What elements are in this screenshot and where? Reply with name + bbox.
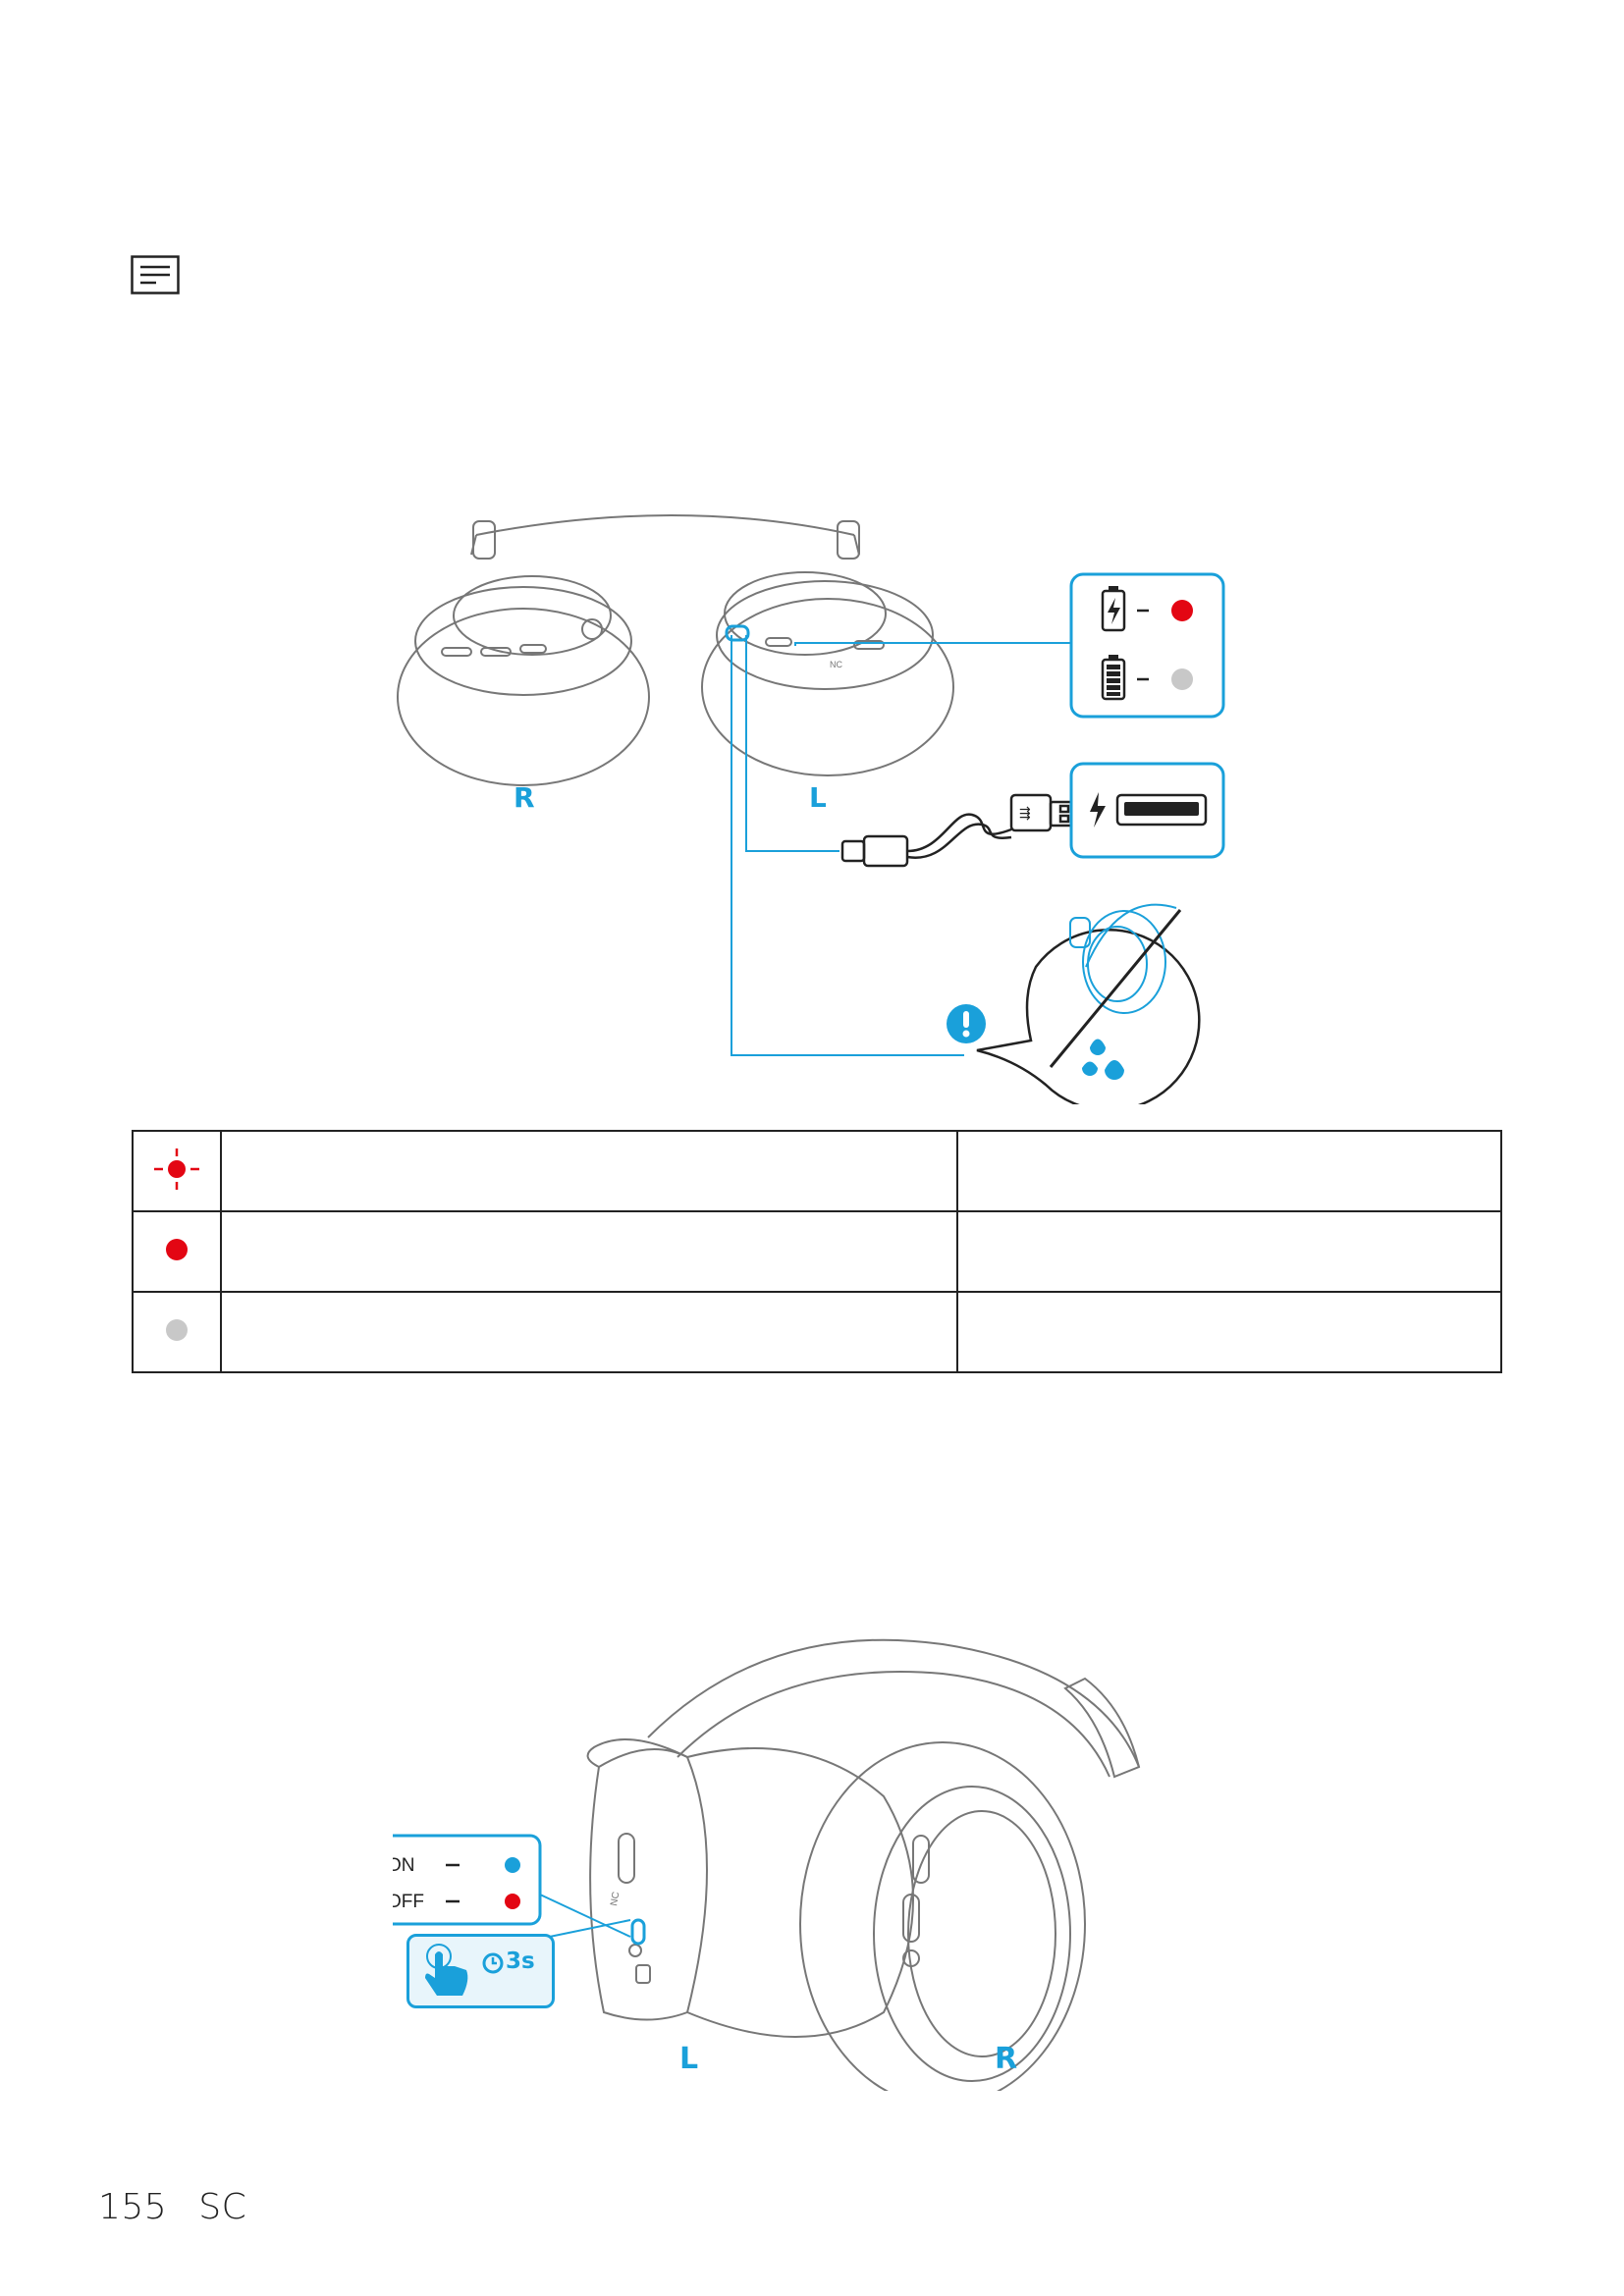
white-solid-led-icon (166, 1318, 188, 1341)
table-cell-indicator (132, 1210, 222, 1293)
off-led-icon (505, 1894, 520, 1909)
page-footer: 155 SC (98, 2187, 246, 2227)
battery-charging-icon (1101, 586, 1126, 632)
charging-illustration: NC R L ⇶ (397, 514, 1225, 1104)
table-cell-indicator (132, 1291, 222, 1373)
usb-c-port-icon (725, 624, 750, 642)
on-label: ON (393, 1855, 415, 1876)
red-flashing-led-icon (154, 1148, 199, 1190)
no-water-icon (976, 903, 1201, 1104)
label-left: L (679, 2042, 699, 2076)
table-row (132, 1291, 1502, 1373)
page-number: 155 (98, 2187, 168, 2227)
power-button-icon (630, 1918, 646, 1946)
table-cell-description (220, 1130, 958, 1212)
svg-text:NC: NC (830, 660, 842, 669)
power-state-callout (393, 1834, 542, 1926)
label-left: L (809, 781, 827, 814)
note-icon (131, 255, 180, 294)
label-right: R (514, 781, 535, 814)
table-cell-status (956, 1210, 1502, 1293)
on-led-icon (505, 1857, 520, 1873)
table-cell-status (956, 1130, 1502, 1212)
usb-port-icon (1115, 793, 1208, 827)
table-row (132, 1130, 1502, 1212)
lightning-icon (1090, 792, 1106, 828)
svg-text:⇶: ⇶ (1019, 805, 1031, 821)
table-row (132, 1210, 1502, 1293)
table-cell-description (220, 1291, 958, 1373)
power-illustration: NC ON OFF (393, 1638, 1141, 2091)
battery-full-icon (1101, 655, 1126, 701)
led-status-table (132, 1130, 1502, 1373)
usb-c-connector-icon (840, 834, 909, 868)
finger-press-icon (425, 1944, 468, 1996)
table-cell-indicator (132, 1130, 222, 1212)
hold-duration: 3s (506, 1949, 535, 1974)
svg-text:NC: NC (609, 1891, 622, 1906)
warning-icon (947, 1004, 986, 1043)
table-cell-description (220, 1210, 958, 1293)
off-label: OFF (393, 1892, 424, 1912)
press-hold-callout: 3s (406, 1934, 555, 2008)
label-right: R (995, 2042, 1018, 2076)
red-solid-led-icon (166, 1238, 188, 1260)
table-cell-status (956, 1291, 1502, 1373)
charging-led-icon (1171, 600, 1193, 621)
clock-icon (482, 1952, 504, 1974)
full-led-icon (1171, 668, 1193, 690)
indicator-callout (1069, 572, 1225, 719)
language-code: SC (198, 2187, 247, 2227)
